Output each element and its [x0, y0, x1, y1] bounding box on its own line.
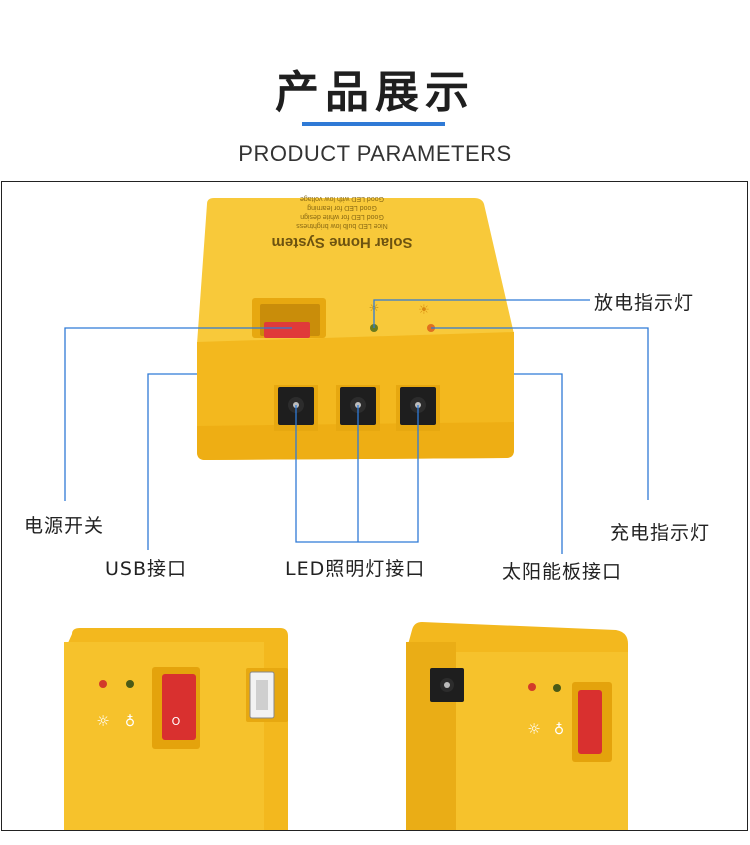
callout-led-port: LED照明灯接口	[285, 558, 426, 580]
fine-print-line: Good LED with low voltage	[300, 195, 384, 202]
device-right-view: ☼ ♁	[406, 622, 628, 830]
callout-charge-indicator: 充电指示灯	[610, 522, 711, 544]
page-subtitle: PRODUCT PARAMETERS	[238, 141, 512, 166]
fine-print-line: Good LED for white design	[300, 213, 384, 220]
rocker-switch	[578, 690, 602, 754]
callout-usb-port: USB接口	[105, 558, 188, 580]
sun-icon: ☼	[96, 712, 109, 730]
svg-text:O: O	[172, 715, 181, 728]
callout-solar-port: 太阳能板接口	[502, 561, 623, 583]
sun-icon: ☼	[527, 720, 540, 738]
callout-discharge-indicator: 放电指示灯	[594, 292, 695, 314]
main-device: ☼ ☀ Solar Home System Nice LED bulb low …	[197, 195, 514, 460]
product-illustration: ☼ ☀ Solar Home System Nice LED bulb low …	[64, 195, 649, 830]
page-title: 产品展示	[275, 67, 475, 118]
rocker-switch	[162, 674, 196, 740]
callout-power-switch: 电源开关	[24, 515, 105, 537]
bulb-icon: ♁	[554, 722, 564, 738]
fine-print-line: Nice LED bulb low brightness	[296, 222, 388, 229]
device-left-view: O ☼ ♁	[64, 628, 288, 830]
brand-text: Solar Home System	[272, 234, 413, 251]
sun-icon: ☀	[418, 303, 430, 318]
product-photo-frame: ☼ ☀ Solar Home System Nice LED bulb low …	[1, 181, 748, 831]
bulb-icon: ♁	[125, 714, 135, 730]
fine-print-line: Good LED for learning	[307, 204, 377, 211]
title-underline	[302, 122, 445, 126]
callout-lines	[64, 299, 649, 554]
rocker-switch	[264, 322, 310, 338]
